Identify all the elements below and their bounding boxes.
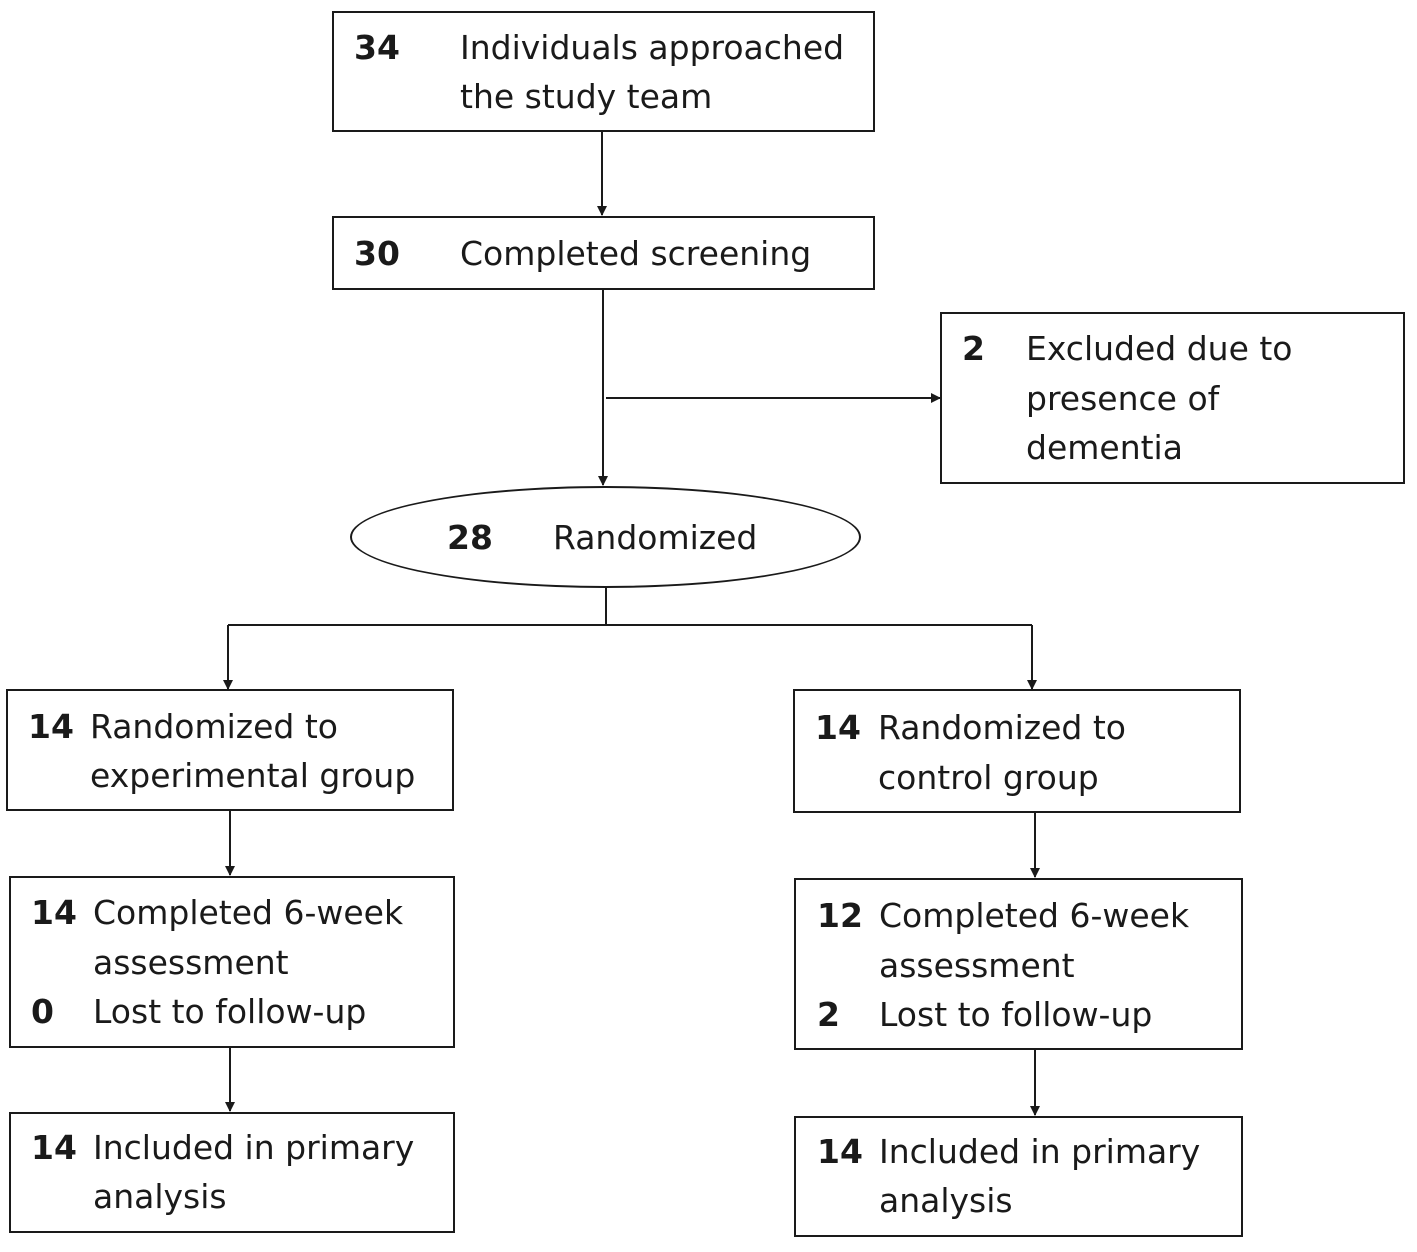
control-analysis-count: 14 xyxy=(817,1132,863,1171)
experimental-followup-box: 14 Completed 6-week assessment 0 Lost to… xyxy=(9,876,455,1048)
excluded-line-2: presence of xyxy=(1026,379,1220,418)
experimental-analysis-line-2: analysis xyxy=(93,1177,227,1216)
experimental-lost-label: Lost to follow-up xyxy=(93,992,367,1031)
control-completed-line-2: assessment xyxy=(879,946,1075,985)
control-lost-count: 2 xyxy=(817,995,840,1034)
control-analysis-line-1: Included in primary xyxy=(879,1132,1201,1171)
control-allocation-line-2: control group xyxy=(878,758,1099,797)
experimental-completed-count: 14 xyxy=(31,893,77,932)
approached-count: 34 xyxy=(354,28,400,67)
experimental-analysis-box: 14 Included in primary analysis xyxy=(9,1112,455,1233)
experimental-allocation-box: 14 Randomized to experimental group xyxy=(6,689,454,811)
control-allocation-box: 14 Randomized to control group xyxy=(793,689,1241,813)
excluded-line-3: dementia xyxy=(1026,428,1183,467)
control-completed-count: 12 xyxy=(817,896,863,935)
control-analysis-line-2: analysis xyxy=(879,1181,1013,1220)
screening-count: 30 xyxy=(354,234,400,273)
excluded-box: 2 Excluded due to presence of dementia xyxy=(940,312,1405,484)
control-completed-line-1: Completed 6-week xyxy=(879,896,1190,935)
excluded-line-1: Excluded due to xyxy=(1026,329,1293,368)
experimental-completed-line-1: Completed 6-week xyxy=(93,893,404,932)
control-analysis-box: 14 Included in primary analysis xyxy=(794,1116,1243,1237)
approached-line-2: the study team xyxy=(460,77,713,116)
randomized-count: 28 xyxy=(447,518,493,557)
experimental-allocation-line-2: experimental group xyxy=(90,756,416,795)
experimental-allocation-line-1: Randomized to xyxy=(90,707,338,746)
experimental-completed-line-2: assessment xyxy=(93,943,289,982)
control-lost-label: Lost to follow-up xyxy=(879,995,1153,1034)
control-allocation-count: 14 xyxy=(815,708,861,747)
screening-label: Completed screening xyxy=(460,234,812,273)
experimental-allocation-count: 14 xyxy=(28,707,74,746)
approached-line-1: Individuals approached xyxy=(460,28,845,67)
excluded-count: 2 xyxy=(962,329,985,368)
experimental-analysis-line-1: Included in primary xyxy=(93,1128,415,1167)
experimental-lost-count: 0 xyxy=(31,992,54,1031)
approached-box: 34 Individuals approached the study team xyxy=(332,11,875,132)
control-followup-box: 12 Completed 6-week assessment 2 Lost to… xyxy=(794,878,1243,1050)
randomized-label: Randomized xyxy=(553,518,758,557)
randomized-oval: 28 Randomized xyxy=(350,486,861,588)
control-allocation-line-1: Randomized to xyxy=(878,708,1126,747)
screening-box: 30 Completed screening xyxy=(332,216,875,290)
experimental-analysis-count: 14 xyxy=(31,1128,77,1167)
